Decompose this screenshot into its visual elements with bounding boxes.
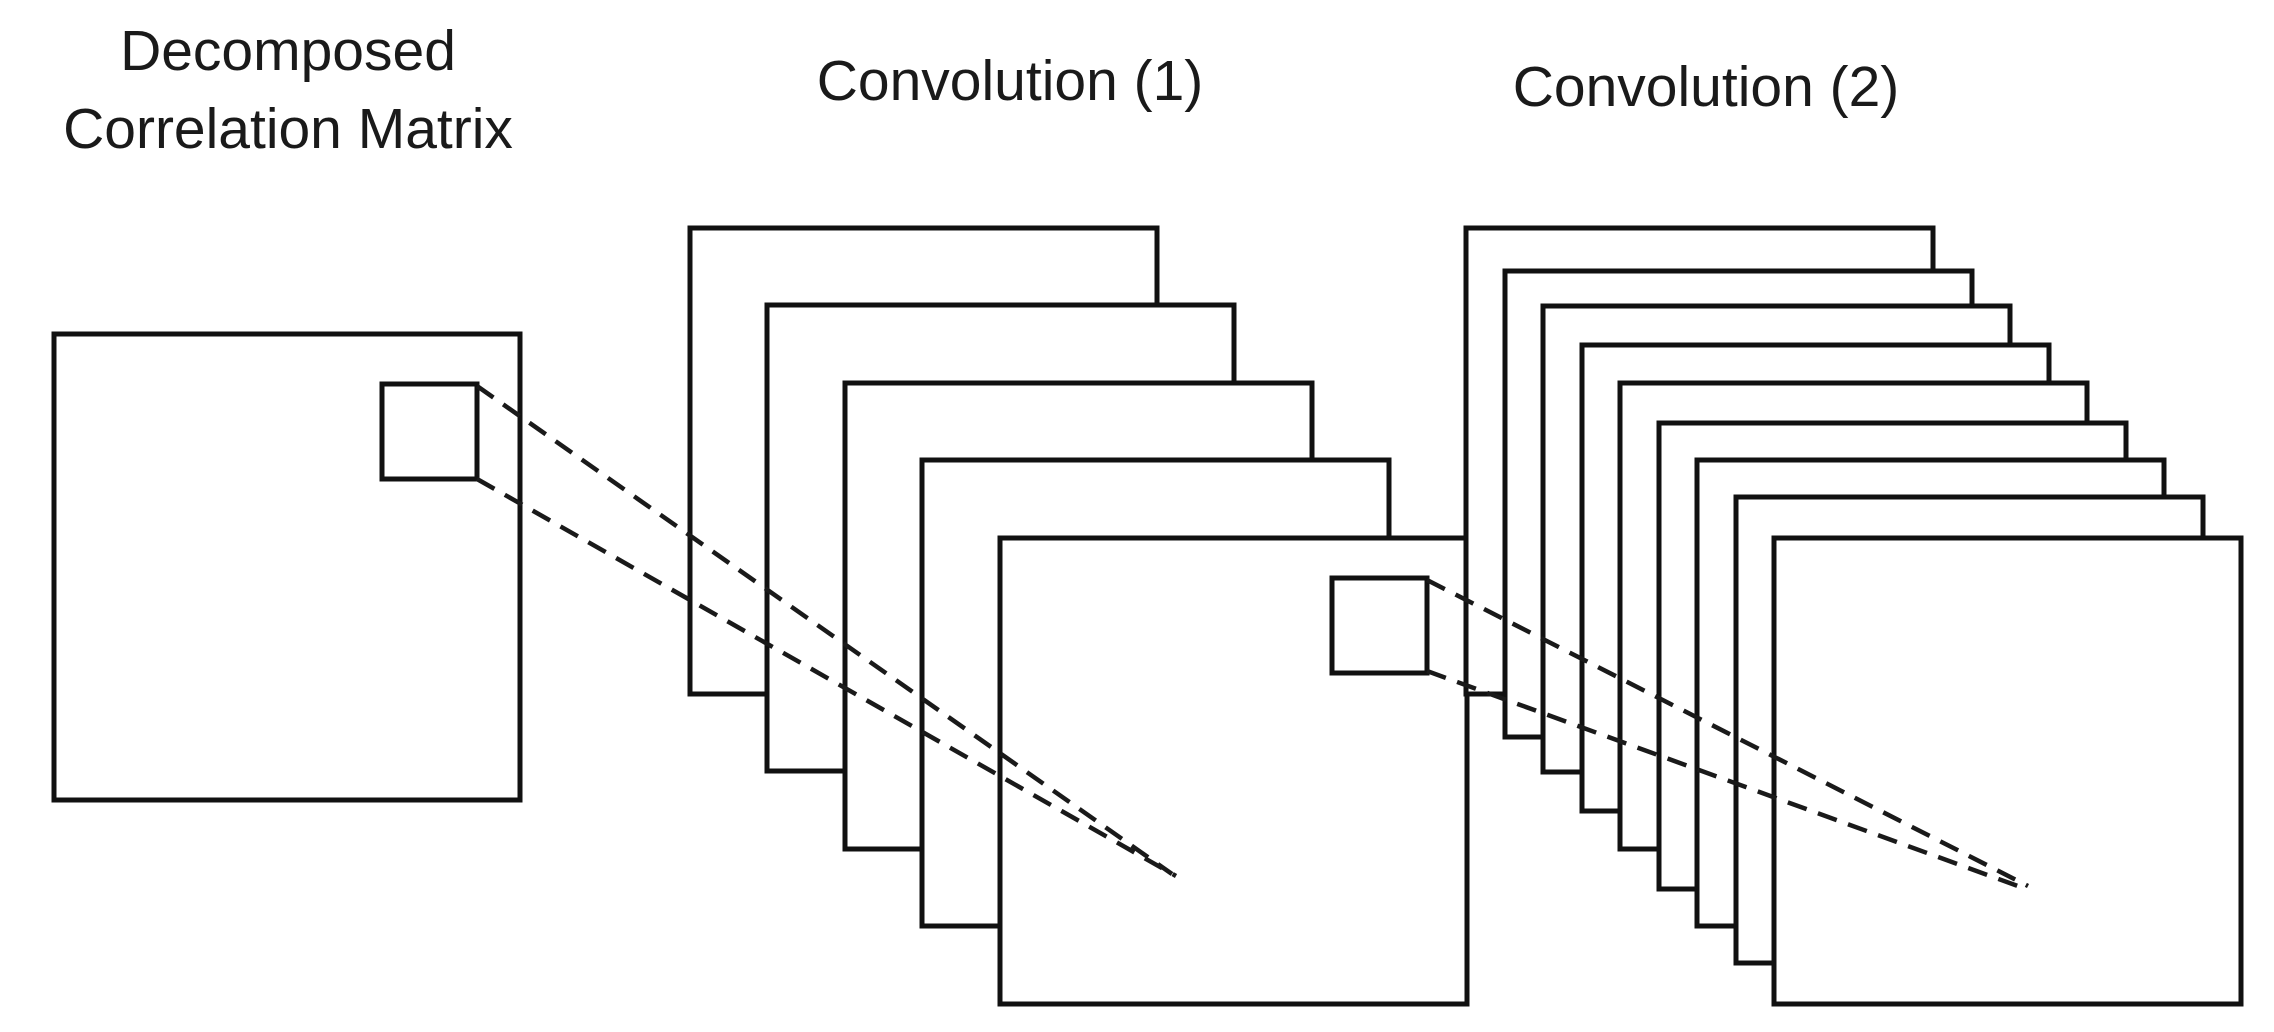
projection-line-input-top (475, 384, 1174, 876)
conv2-stack (1463, 225, 2244, 1007)
conv1-label: Convolution (1) (817, 49, 1204, 113)
receptive-field-projections (475, 384, 2030, 892)
conv2-feature-map (1771, 535, 2244, 1007)
conv1-stack (687, 225, 1470, 1007)
projection-line-input-bottom (475, 477, 1178, 878)
projection-line-conv1-top (1425, 577, 2030, 889)
conv2-label: Convolution (2) (1513, 55, 1900, 119)
conv1-kernel-window (1329, 575, 1430, 676)
input-label-line1: Decomposed (120, 19, 456, 83)
projection-line-conv1-bottom (1426, 668, 2027, 892)
input-kernel-window (379, 381, 480, 482)
input-matrix (51, 331, 523, 803)
input-label-line2: Correlation Matrix (63, 97, 513, 161)
